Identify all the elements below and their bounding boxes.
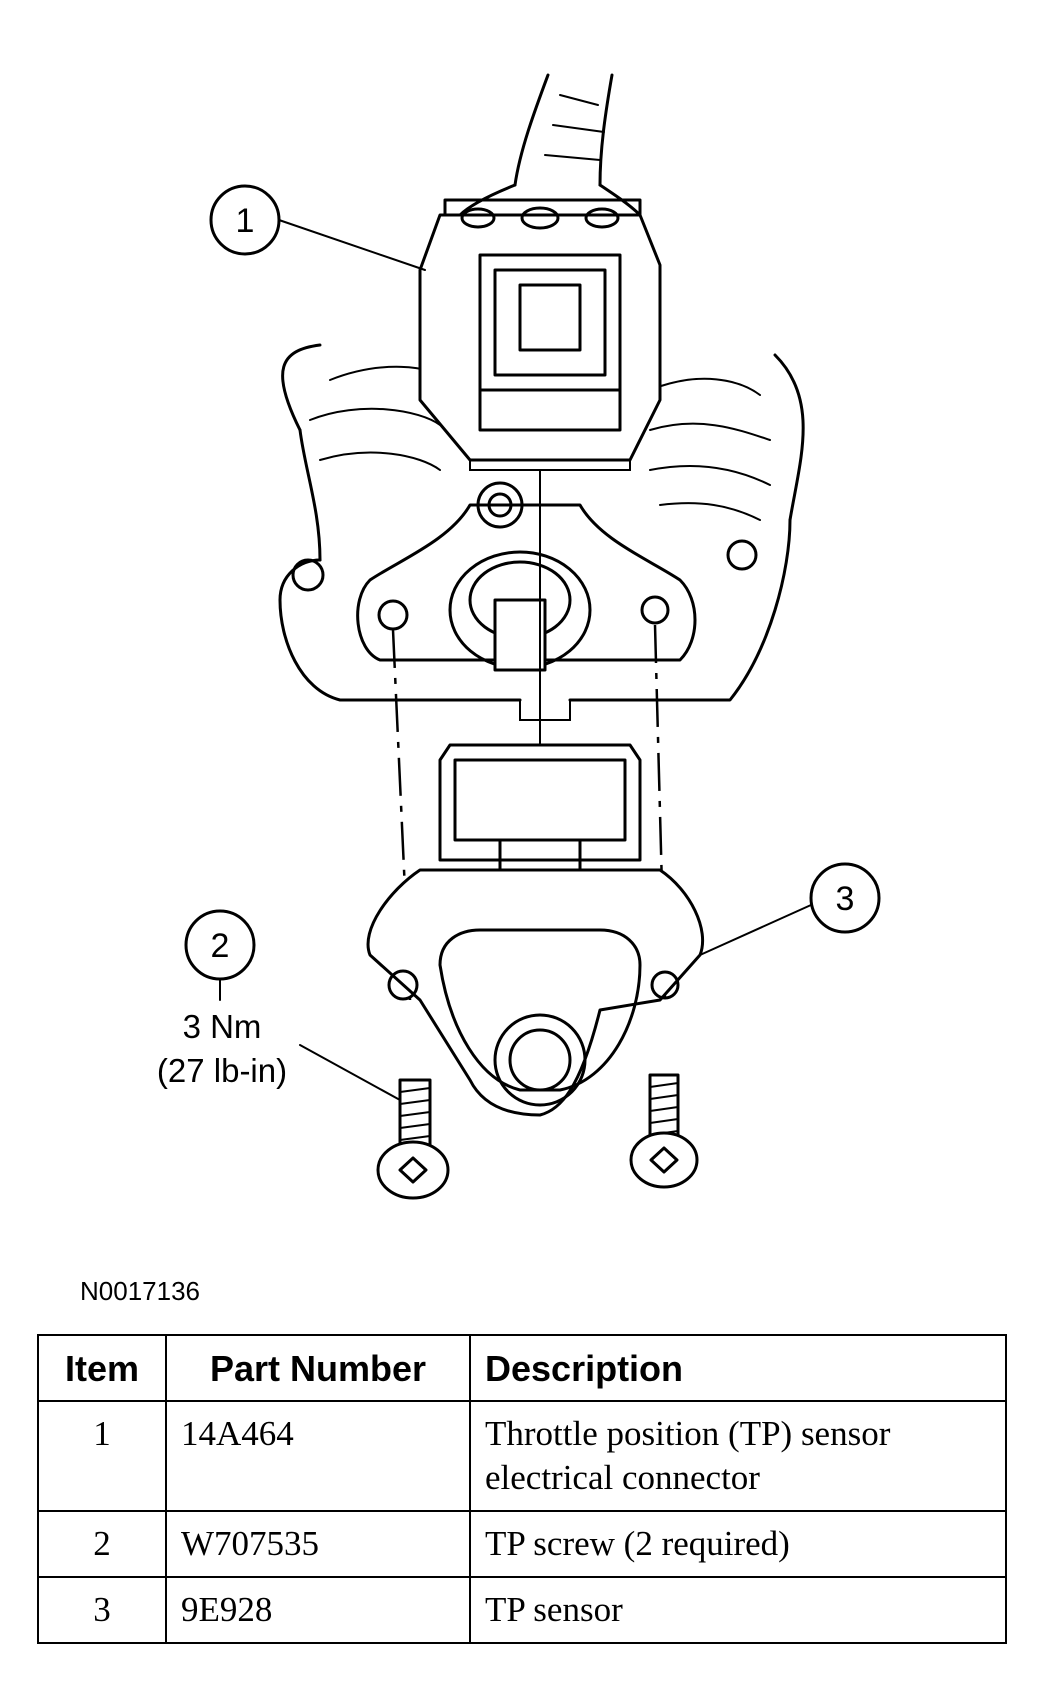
cell-part-number: 14A464 [165,1400,471,1512]
cell-description: TP sensor [469,1576,1007,1644]
callout-1: 1 [209,184,426,271]
table-header-row: Item Part Number Description [37,1334,1007,1402]
wire-harness [458,73,642,217]
header-description: Description [469,1334,1007,1402]
throttle-body [278,343,805,721]
tp-screw-right [629,1073,699,1189]
svg-text:1: 1 [236,202,255,240]
svg-text:3: 3 [836,880,855,918]
header-part-number: Part Number [165,1334,471,1402]
cell-part-number: 9E928 [165,1576,471,1644]
electrical-connector [418,198,662,471]
callout-2: 2 3 Nm (27 lb-in) [157,909,401,1101]
svg-text:2: 2 [211,927,230,965]
cell-item: 2 [37,1510,167,1578]
cell-item: 1 [37,1400,167,1512]
header-item: Item [37,1334,167,1402]
callout-3: 3 [699,862,881,956]
mounting-flange [356,481,697,672]
cell-part-number: W707535 [165,1510,471,1578]
table-row: 1 14A464 Throttle position (TP) sensor e… [37,1400,1007,1512]
parts-table: Item Part Number Description 1 14A464 Th… [37,1334,1007,1644]
table-row: 3 9E928 TP sensor [37,1576,1007,1644]
cell-description: Throttle position (TP) sensor electrical… [469,1400,1007,1512]
table-row: 2 W707535 TP screw (2 required) [37,1510,1007,1578]
torque-lbin: (27 lb-in) [157,1052,287,1089]
cell-item: 3 [37,1576,167,1644]
figure-id: N0017136 [80,1276,200,1306]
tp-sensor [366,743,705,1117]
tp-sensor-diagram: 1 2 3 Nm (27 lb-in) 3 [157,73,881,1200]
torque-nm: 3 Nm [183,1008,262,1045]
tp-screw-left [376,1078,450,1200]
cell-description: TP screw (2 required) [469,1510,1007,1578]
